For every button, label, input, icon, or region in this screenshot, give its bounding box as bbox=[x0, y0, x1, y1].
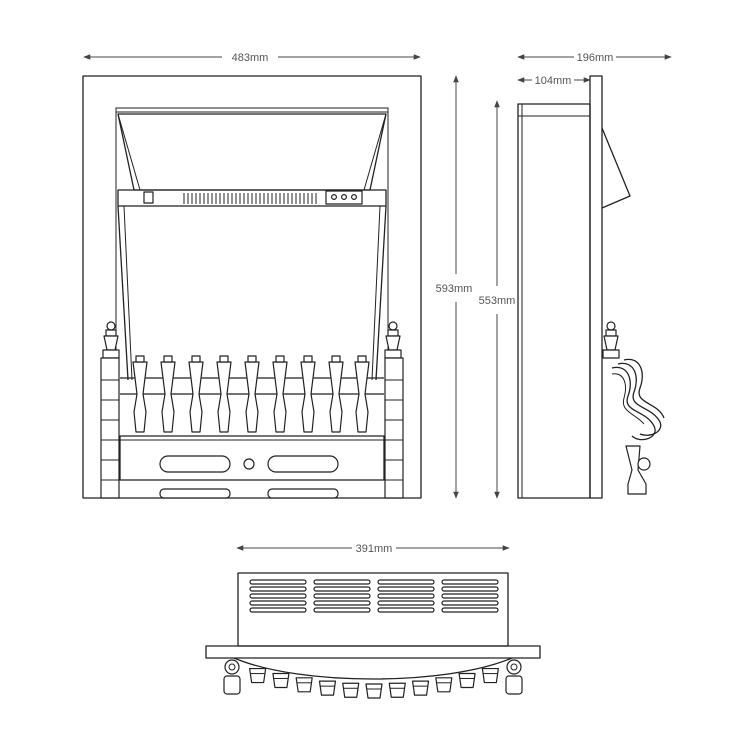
grate-bar bbox=[188, 361, 204, 433]
dimension-inner-height: 553mm bbox=[479, 100, 516, 499]
front-ash-pan-slot-right bbox=[267, 455, 339, 473]
side-depth-total-label: 196mm bbox=[577, 52, 614, 64]
top-right-finial bbox=[505, 659, 523, 695]
dimension-front-width: 483mm bbox=[83, 52, 421, 64]
top-grate-bar bbox=[342, 682, 360, 698]
top-grate-bar bbox=[365, 683, 383, 699]
control-button bbox=[351, 194, 358, 201]
grate-bar bbox=[132, 361, 148, 433]
grate-bar-cap bbox=[219, 355, 229, 363]
top-grate-bar bbox=[458, 672, 476, 689]
front-view bbox=[82, 75, 422, 499]
grate-bar-cap bbox=[303, 355, 313, 363]
front-fuel-bed bbox=[119, 435, 385, 481]
top-vent-slot bbox=[313, 593, 371, 599]
top-vent-slot bbox=[249, 600, 307, 606]
top-fret-curve bbox=[233, 657, 513, 680]
front-ash-pan-knob bbox=[243, 458, 255, 470]
top-view bbox=[205, 572, 541, 699]
top-grate-bar bbox=[481, 667, 499, 684]
side-front-plate bbox=[589, 75, 603, 499]
top-grate-bar bbox=[249, 667, 267, 684]
top-vent-slot bbox=[441, 593, 499, 599]
left-grate-leg bbox=[100, 357, 120, 499]
top-vent-slot bbox=[441, 579, 499, 585]
top-front-plate bbox=[205, 645, 541, 659]
top-vent-slot bbox=[377, 607, 435, 613]
side-grate-profile bbox=[611, 358, 665, 495]
front-height-label: 593mm bbox=[436, 283, 473, 295]
grate-bar bbox=[244, 361, 260, 433]
side-body bbox=[517, 103, 591, 499]
grate-bar-cap bbox=[247, 355, 257, 363]
front-control-strip bbox=[117, 189, 387, 207]
grate-bar bbox=[300, 361, 316, 433]
front-vent-slots bbox=[183, 193, 317, 204]
dimension-side-depth-body: 104mm bbox=[517, 75, 591, 87]
front-width-label: 483mm bbox=[232, 52, 269, 64]
top-vent-slot bbox=[313, 600, 371, 606]
grate-bar bbox=[216, 361, 232, 433]
top-vent-slot bbox=[249, 593, 307, 599]
grate-bar-cap bbox=[163, 355, 173, 363]
grate-bar-cap bbox=[331, 355, 341, 363]
side-canopy bbox=[601, 127, 631, 209]
top-vent-slot bbox=[377, 600, 435, 606]
top-vent-slot bbox=[249, 586, 307, 592]
top-grate-bar bbox=[318, 680, 337, 696]
top-vent-slot bbox=[441, 586, 499, 592]
grate-bar bbox=[160, 361, 176, 433]
top-vent-slot bbox=[441, 600, 499, 606]
top-grate-bar bbox=[435, 677, 453, 693]
control-button bbox=[341, 194, 348, 201]
top-vent-slot bbox=[313, 607, 371, 613]
front-canopy bbox=[117, 113, 387, 191]
power-switch bbox=[143, 191, 154, 204]
top-vent-slot bbox=[377, 593, 435, 599]
top-width-label: 391mm bbox=[356, 543, 393, 555]
grate-bar-cap bbox=[357, 355, 367, 363]
top-vent-slot bbox=[249, 607, 307, 613]
top-grate-bars bbox=[249, 667, 499, 699]
front-outer-frame bbox=[82, 75, 422, 499]
grate-bar-cap bbox=[135, 355, 145, 363]
top-grate-bar bbox=[295, 677, 313, 693]
top-vent-slots bbox=[249, 579, 499, 613]
control-button bbox=[331, 194, 338, 201]
right-finial bbox=[384, 321, 402, 359]
top-vent-slot bbox=[441, 607, 499, 613]
side-finial bbox=[602, 321, 620, 359]
grate-bar bbox=[354, 361, 370, 433]
right-grate-leg bbox=[384, 357, 404, 499]
top-grate-bar bbox=[272, 672, 290, 689]
top-left-finial bbox=[223, 659, 241, 695]
top-vent-slot bbox=[313, 579, 371, 585]
grate-bar-cap bbox=[275, 355, 285, 363]
grate-bar bbox=[328, 361, 344, 433]
dimension-front-height: 593mm bbox=[436, 75, 473, 499]
front-inner-frame bbox=[115, 107, 389, 499]
top-grate-bar bbox=[411, 680, 430, 696]
inner-height-label: 553mm bbox=[479, 295, 516, 307]
dimension-top-width: 391mm bbox=[236, 543, 510, 555]
top-vent-slot bbox=[249, 579, 307, 585]
side-depth-body-label: 104mm bbox=[535, 75, 572, 87]
front-grate-bars bbox=[132, 355, 370, 433]
left-finial bbox=[102, 321, 120, 359]
top-grate-bar bbox=[388, 682, 406, 698]
dimension-side-depth-total: 196mm bbox=[517, 52, 672, 64]
front-ash-pan-slot-left bbox=[159, 455, 231, 473]
top-vent-slot bbox=[377, 586, 435, 592]
side-view bbox=[517, 75, 665, 499]
top-vent-slot bbox=[313, 586, 371, 592]
grate-bar bbox=[272, 361, 288, 433]
grate-bar-cap bbox=[191, 355, 201, 363]
top-vent-slot bbox=[377, 579, 435, 585]
